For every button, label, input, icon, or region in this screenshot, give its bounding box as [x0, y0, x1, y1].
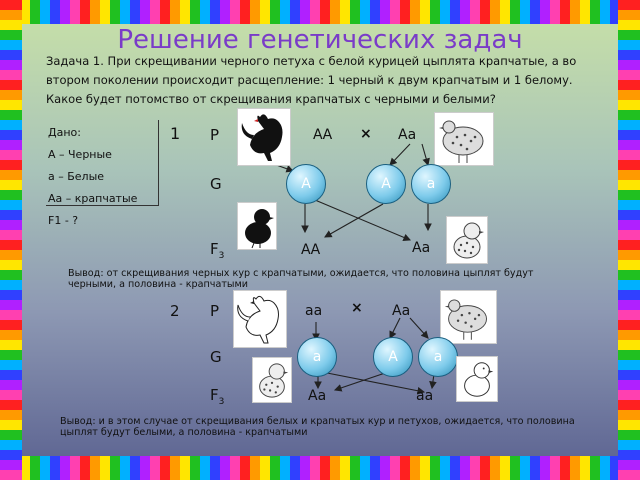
cross2-gamete: а: [297, 337, 337, 377]
cross1-offspring: АА: [301, 242, 321, 258]
arrow-line: [314, 199, 412, 241]
arrow-line: [321, 371, 426, 395]
given-line: F1 - ?: [48, 214, 79, 227]
arrow-line: [324, 203, 384, 238]
given-line: а – Белые: [48, 170, 105, 183]
cross2-conclusion: Вывод: и в этом случае от скрещивания бе…: [60, 416, 575, 438]
speckled-hen-image: [434, 112, 494, 166]
cross2-number: 2: [170, 302, 180, 320]
arrow-line: [333, 372, 386, 392]
cross1-cross-sign: ×: [360, 126, 372, 142]
cross1-p-label: P: [210, 126, 220, 144]
cross1-gamete: а: [411, 164, 451, 204]
given-header: Дано:: [48, 126, 81, 139]
speckled-chick-image: [446, 216, 488, 264]
arrow-line: [421, 143, 430, 167]
speckled-hen-image: [440, 290, 497, 344]
task-text: Задача 1. При скрещивании черного петуха…: [46, 54, 577, 106]
cross2-offspring: Аа: [308, 388, 327, 404]
cross2-f-sub: 3: [218, 397, 225, 407]
arrow-line: [389, 317, 401, 339]
cross1-g-label: G: [210, 175, 222, 193]
white-rooster-image: [233, 290, 287, 348]
white-chick-image: [456, 356, 498, 402]
cross1-f-sub: 3: [218, 251, 225, 261]
cross2-offspring: аа: [416, 388, 434, 404]
cross2-p-label: P: [210, 302, 220, 320]
cross2-f-letter: F: [210, 386, 219, 404]
cross1-gamete: А: [286, 164, 326, 204]
cross1-parent-left: АА: [313, 127, 333, 143]
rainbow-border-top: [0, 0, 640, 24]
given-divider-vertical: [158, 120, 159, 206]
speckled-chick-image: [252, 357, 292, 403]
black-chick-image: [237, 202, 277, 250]
cross1-offspring: Аа: [412, 240, 431, 256]
cross2-gamete: А: [373, 337, 413, 377]
cross2-parent-left: аа: [305, 303, 323, 319]
slide-title: Решение генетических задач: [117, 25, 523, 55]
arrow-line: [409, 317, 429, 339]
given-line: А – Черные: [48, 148, 112, 161]
rainbow-border-right: [618, 0, 640, 480]
cross2-cross-sign: ×: [351, 300, 363, 316]
black-rooster-image: [237, 108, 291, 166]
given-divider-horizontal: [46, 205, 158, 206]
cross1-f-label: F3: [210, 240, 224, 261]
cross2-gamete: а: [418, 337, 458, 377]
cross1-conclusion: Вывод: от скрещивания черных кур с крапч…: [68, 268, 534, 290]
rainbow-border-bottom: [0, 456, 640, 480]
cross2-g-label: G: [210, 348, 222, 366]
arrow-line: [389, 143, 411, 166]
cross1-parent-right: Аа: [398, 127, 417, 143]
cross1-f-letter: F: [210, 240, 219, 258]
cross1-number: 1: [170, 124, 181, 143]
cross2-parent-right: Аа: [392, 303, 411, 319]
given-line: Аа – крапчатые: [48, 192, 138, 205]
cross1-gamete: А: [366, 164, 406, 204]
cross2-f-label: F3: [210, 386, 224, 407]
rainbow-border-left: [0, 0, 22, 480]
given-block: Дано: А – Черные а – Белые Аа – крапчаты…: [48, 122, 137, 232]
